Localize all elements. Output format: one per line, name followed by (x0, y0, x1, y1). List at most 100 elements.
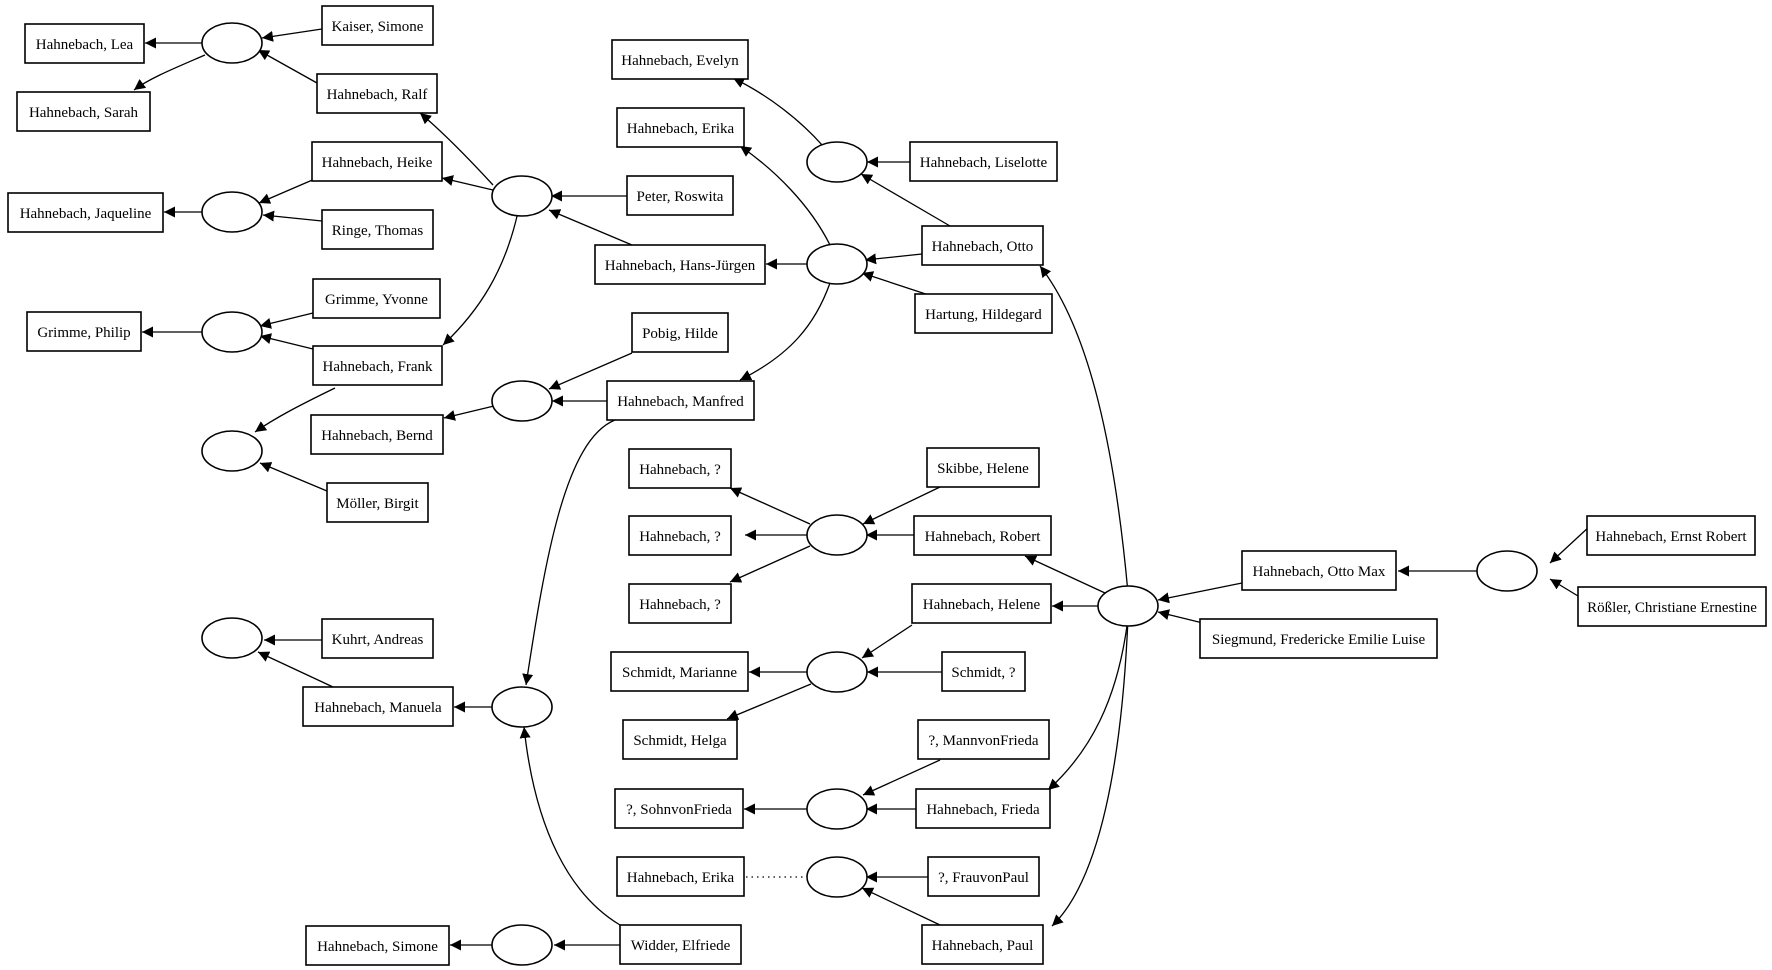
union-node (491, 686, 553, 728)
person-label: Kaiser, Simone (332, 19, 424, 35)
person-manuela: Hahnebach, Manuela (302, 686, 454, 727)
person-otto-max: Hahnebach, Otto Max (1241, 550, 1397, 591)
person-heike: Hahnebach, Heike (311, 141, 443, 182)
edge-union16-to-otto (1039, 265, 1129, 594)
person-frieda: Hahnebach, Frieda (915, 788, 1051, 829)
person-ralf: Hahnebach, Ralf (316, 73, 438, 114)
person-erika-1: Hahnebach, Erika (616, 107, 745, 148)
edge-helene-s-to-union12 (862, 486, 941, 525)
union-node (806, 788, 868, 830)
edge-ralf-to-union (257, 49, 318, 84)
person-grimme-philip: Grimme, Philip (26, 311, 142, 352)
person-ringe-thomas: Ringe, Thomas (321, 209, 434, 250)
person-manfred: Hahnebach, Manfred (606, 380, 755, 421)
union-node (201, 617, 263, 659)
edge-otto-to-union11 (864, 253, 923, 265)
edge-union6-to-frank (442, 211, 519, 346)
person-sarah: Hahnebach, Sarah (16, 91, 151, 132)
person-label: Hahnebach, Simone (317, 939, 438, 955)
person-label: Möller, Birgit (336, 496, 419, 512)
person-siegmund-fredericke: Siegmund, Fredericke Emilie Luise (1199, 618, 1438, 659)
person-label: Peter, Roswita (637, 189, 724, 205)
person-mannvonfrieda: ?, MannvonFrieda (917, 719, 1050, 760)
union-node (806, 651, 868, 693)
person-label: Hahnebach, ? (639, 529, 721, 545)
edge-kaiser-simone-to-union (261, 28, 323, 42)
person-label: Hahnebach, Helene (923, 597, 1041, 613)
person-label: Hahnebach, Erika (627, 870, 735, 886)
union-node (201, 191, 263, 233)
edge-otto-to-union10 (860, 173, 951, 227)
person-label: ?, FrauvonPaul (938, 870, 1029, 886)
edge-helene-h-to-union13 (861, 624, 913, 659)
person-label: Hahnebach, Sarah (29, 105, 139, 121)
person-label: Hahnebach, Paul (932, 938, 1034, 954)
person-label: Hahnebach, ? (639, 462, 721, 478)
person-roessler-christiane: Rößler, Christiane Ernestine (1577, 586, 1767, 627)
person-label: ?, SohnvonFrieda (626, 802, 732, 818)
person-skibbe-helene: Skibbe, Helene (926, 447, 1040, 488)
edge-ernstrobert-to-union17 (1549, 525, 1591, 564)
person-label: Ringe, Thomas (332, 223, 424, 239)
edge-paul-to-union15 (861, 887, 941, 926)
person-label: Hahnebach, Evelyn (621, 53, 739, 69)
person-label: Grimme, Philip (37, 325, 130, 341)
person-bernd: Hahnebach, Bernd (310, 414, 444, 455)
person-jaqueline: Hahnebach, Jaqueline (7, 192, 164, 233)
edge-frank-to-union4 (254, 387, 336, 433)
person-helene-h: Hahnebach, Helene (911, 583, 1052, 624)
person-pobig-hilde: Pobig, Hilde (631, 312, 729, 353)
person-label: Hahnebach, Liselotte (920, 155, 1048, 171)
edge-heike-to-union (258, 177, 318, 204)
edge-union11-to-manfred (739, 282, 831, 381)
union-node (201, 430, 263, 472)
person-widder-elfriede: Widder, Elfriede (619, 924, 742, 965)
person-evelyn: Hahnebach, Evelyn (611, 39, 749, 80)
edge-union16-to-frieda (1047, 617, 1129, 791)
person-moeller-birgit: Möller, Birgit (326, 482, 429, 523)
person-frauvonpaul: ?, FrauvonPaul (927, 856, 1040, 897)
union-node (491, 924, 553, 966)
person-label: Hahnebach, Ralf (327, 87, 428, 103)
person-label: Hahnebach, Jaqueline (20, 206, 152, 222)
union-node (491, 380, 553, 422)
union-node (1476, 550, 1538, 592)
edge-union6-to-heike (441, 175, 494, 191)
edge-hilde-to-union7 (548, 352, 633, 390)
person-erika-2: Hahnebach, Erika (616, 856, 745, 897)
person-kuhrt-andreas: Kuhrt, Andreas (321, 618, 434, 659)
person-label: Hahnebach, Erika (627, 121, 735, 137)
person-label: Skibbe, Helene (937, 461, 1029, 477)
person-schmidt-marianne: Schmidt, Marianne (610, 651, 749, 692)
union-node (806, 141, 868, 183)
person-robert: Hahnebach, Robert (913, 515, 1052, 556)
person-label: Rößler, Christiane Ernestine (1587, 600, 1757, 616)
person-otto: Hahnebach, Otto (921, 225, 1044, 266)
edge-union6-to-ralf (419, 112, 494, 186)
person-paul: Hahnebach, Paul (921, 924, 1044, 965)
person-label: Hahnebach, Bernd (321, 428, 433, 444)
edge-christiane-to-union17 (1549, 578, 1579, 597)
person-label: Hahnebach, ? (639, 597, 721, 613)
edge-birgit-to-union4 (259, 462, 328, 492)
edge-union13-to-helga (726, 683, 812, 720)
edge-union10-to-evelyn (732, 77, 824, 147)
edge-union7-to-bernd (443, 405, 495, 421)
person-label: Hahnebach, Frieda (926, 802, 1040, 818)
person-label: Hahnebach, Manuela (314, 700, 442, 716)
person-label: Hahnebach, Otto (932, 239, 1034, 255)
person-label: Hartung, Hildegard (925, 307, 1042, 323)
person-hartung-hildegard: Hartung, Hildegard (914, 293, 1053, 334)
edge-union16-to-paul (1051, 617, 1129, 927)
union-node (201, 311, 263, 353)
person-kaiser-simone: Kaiser, Simone (321, 5, 434, 46)
person-ernst-robert: Hahnebach, Ernst Robert (1586, 515, 1756, 556)
edge-yvonne-to-union (259, 312, 314, 329)
edges (133, 28, 1591, 951)
person-sohnvonfrieda: ?, SohnvonFrieda (614, 788, 744, 829)
person-label: Hahnebach, Frank (323, 359, 433, 375)
person-simone-h: Hahnebach, Simone (305, 925, 450, 966)
person-label: Widder, Elfriede (631, 938, 731, 954)
person-label: Pobig, Hilde (642, 326, 718, 342)
